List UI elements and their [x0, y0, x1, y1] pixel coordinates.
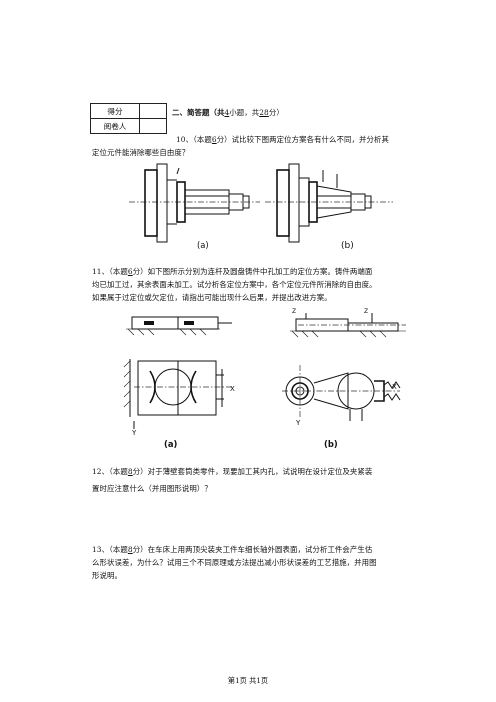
- page-footer: 第1页 共1页: [227, 676, 269, 685]
- section-title: 二、简答题（共4小题，共28分）: [172, 108, 284, 117]
- q10-fig-a-drawing: [129, 163, 260, 243]
- q13-line1: 13、（本题8分）在车床上用两顶尖装夹工件车细长轴外圆表面，试分析工件会产生估: [92, 545, 373, 554]
- q11-fig-b-label: (b): [324, 439, 338, 449]
- grader-label: 阅卷人: [90, 118, 140, 134]
- q11-axis-x-a: X: [230, 385, 235, 393]
- q11-line1: 11、（本题6分）如下图所示分别为连杆及圆盘铸件中孔加工的定位方案。铸件两端面: [92, 267, 373, 276]
- q13-line2: 么形状误差，为什么？试用三个不同原理或方法提出减小形状误差的工艺措施，并用图: [92, 558, 377, 567]
- q11-fig-a-label: (a): [164, 439, 177, 449]
- q11-fig-a-drawing: [123, 316, 234, 429]
- q10-fig-b-drawing: [265, 163, 393, 243]
- q11-fig-b-drawing: [282, 313, 406, 421]
- q10-fig-b-label: (b): [341, 241, 354, 251]
- q11-axis-x-b: X: [392, 383, 397, 391]
- q10-line1: 10、（本题6分）试比较下图两定位方案各有什么不同，并分析其: [176, 135, 389, 144]
- q10-fig-a-label: (a): [197, 240, 209, 250]
- q11-axis-z-b2: Z: [364, 308, 368, 315]
- score-table: 得分 阅卷人: [90, 103, 167, 134]
- q10-line2: 定位元件能消除哪些自由度？: [92, 148, 190, 157]
- q11-line3: 如果属于过定位或欠定位，请指出可能出现什么后果，并提出改进方案。: [92, 293, 332, 302]
- q11-axis-z-b1: Z: [292, 308, 296, 315]
- score-label: 得分: [90, 103, 140, 119]
- q10-figure: (a) (b): [129, 163, 393, 251]
- q13-line3: 形说明。: [92, 571, 122, 580]
- q11-axis-y-b: Y: [295, 419, 301, 427]
- q11-figure: X Y (a) Z Z X Y (b): [123, 308, 406, 449]
- score-cell: [139, 103, 167, 119]
- q11-axis-y-a: Y: [131, 429, 137, 437]
- q11-line2: 均已加工过，其余表面未加工。试分析各定位方案中，各个定位元件所消除的自由度。: [92, 280, 377, 289]
- q12-line1: 12、（本题8分）对于薄壁套筒类零件，现要加工其内孔，试说明在设计定位及夹紧装: [92, 467, 373, 476]
- grader-cell: [139, 118, 167, 134]
- q12-line2: 置时应注意什么（并用图形说明）？: [92, 484, 212, 493]
